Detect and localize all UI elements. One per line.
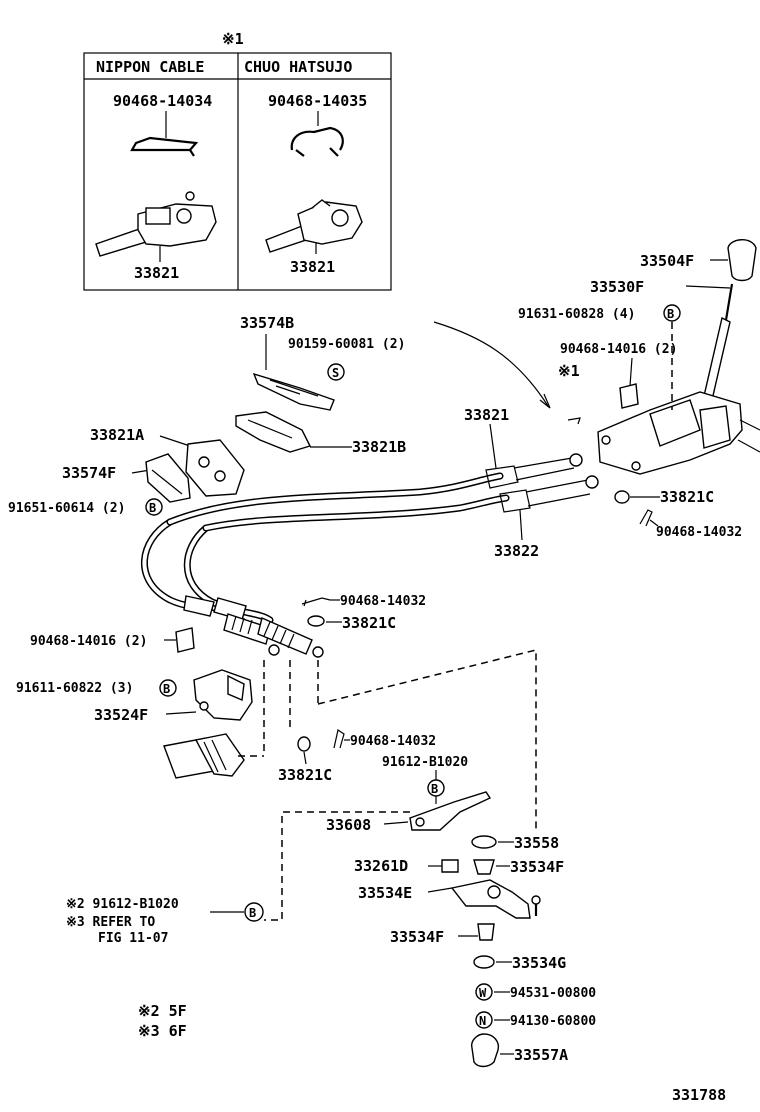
label-33557A: 33557A xyxy=(514,1046,568,1064)
shift-knob xyxy=(727,239,757,282)
label-33822: 33822 xyxy=(494,542,539,560)
label-33608: 33608 xyxy=(326,816,371,834)
clip-90468-14016-left xyxy=(175,627,195,653)
shift-lever-assembly xyxy=(433,239,760,475)
callout-s-90159: S xyxy=(327,363,345,381)
label-marker1: ※1 xyxy=(558,362,580,380)
callout-b-91611: B xyxy=(159,679,177,697)
callout-w-94531: W xyxy=(475,983,493,1001)
svg-text:B: B xyxy=(667,307,674,321)
bushing-33534F-a xyxy=(473,859,495,875)
svg-text:B: B xyxy=(149,501,156,515)
label-33534F-a: 33534F xyxy=(510,858,564,876)
pin-33261D xyxy=(441,859,459,873)
label-94531: 94531-00800 xyxy=(510,986,596,1001)
bushing-33534G xyxy=(473,955,495,969)
inset-right-part-label: 33821 xyxy=(290,258,335,276)
label-33524F: 33524F xyxy=(94,706,148,724)
inset-box: ※1 NIPPON CABLE CHUO HATSUJO 90468-14034… xyxy=(83,30,392,291)
callout-b-91651: B xyxy=(145,498,163,516)
note-line-1: ※2 91612-B1020 xyxy=(66,897,179,912)
svg-text:W: W xyxy=(479,986,487,1000)
label-94130: 94130-60800 xyxy=(510,1014,596,1029)
transmission-shaft xyxy=(163,733,245,779)
label-33504F: 33504F xyxy=(640,252,694,270)
label-90468-14016-left: 90468-14016 (2) xyxy=(30,634,147,649)
lever-33608 xyxy=(409,791,492,831)
label-91611: 91611-60822 (3) xyxy=(16,681,133,696)
bushing-33558 xyxy=(471,835,497,849)
shift-lever xyxy=(703,316,731,402)
label-91651: 91651-60614 (2) xyxy=(8,501,125,516)
label-33574F: 33574F xyxy=(62,464,116,482)
inset-right-cable-end xyxy=(265,199,363,253)
inset-right-clip xyxy=(290,126,344,157)
label-33261D: 33261D xyxy=(354,857,408,875)
cable-ends-left xyxy=(183,595,324,658)
callout-n-94130: N xyxy=(475,1011,493,1029)
label-90468-14016-top: 90468-14016 (2) xyxy=(560,342,677,357)
label-33821C-low: 33821C xyxy=(278,766,332,784)
label-33821C-mid: 33821C xyxy=(342,614,396,632)
inset-marker: ※1 xyxy=(222,30,244,48)
boot-33557A xyxy=(470,1033,500,1068)
label-33558: 33558 xyxy=(514,834,559,852)
bushing-33534F-b xyxy=(477,923,495,941)
inset-right-clip-label: 90468-14035 xyxy=(268,92,367,110)
bracket-33821B xyxy=(235,411,311,453)
bushing-33821C-low xyxy=(297,736,311,752)
label-90468-14032-mid: 90468-14032 xyxy=(340,594,426,609)
label-33821B: 33821B xyxy=(352,438,406,456)
inset-col-right: CHUO HATSUJO xyxy=(244,58,352,76)
callout-b-91612: B xyxy=(427,779,445,797)
note-line-2: ※3 REFER TO xyxy=(66,915,155,930)
label-33534G: 33534G xyxy=(512,954,566,972)
legend-line-2: ※3 6F xyxy=(138,1022,187,1040)
svg-text:N: N xyxy=(479,1014,486,1028)
label-90468-14032-low: 90468-14032 xyxy=(350,734,436,749)
label-33574B: 33574B xyxy=(240,314,294,332)
bushing-33821C-right xyxy=(614,490,630,504)
label-33530F: 33530F xyxy=(590,278,644,296)
label-33534F-b: 33534F xyxy=(390,928,444,946)
inset-left-clip-label: 90468-14034 xyxy=(113,92,212,110)
clip-90468-14032-mid xyxy=(301,597,331,607)
label-90468-14032-right: 90468-14032 xyxy=(656,525,742,540)
label-33534E: 33534E xyxy=(358,884,412,902)
bracket-33821A xyxy=(185,439,245,497)
lever-33534E xyxy=(450,879,531,919)
inset-left-part-label: 33821 xyxy=(134,264,179,282)
callout-b-note: B xyxy=(244,902,264,922)
legend-line-1: ※2 5F xyxy=(138,1002,187,1020)
figure-number: 331788 xyxy=(672,1086,726,1104)
bushing-33821C-mid xyxy=(307,615,325,627)
svg-text:S: S xyxy=(332,366,339,380)
note-line-3: FIG 11-07 xyxy=(98,931,168,946)
callout-b-91631: B xyxy=(663,304,681,322)
label-91612-top: 91612-B1020 xyxy=(382,755,468,770)
label-90159: 90159-60081 (2) xyxy=(288,337,405,352)
label-33821C-right: 33821C xyxy=(660,488,714,506)
svg-text:B: B xyxy=(249,906,256,920)
label-33821: 33821 xyxy=(464,406,509,424)
label-33821A: 33821A xyxy=(90,426,144,444)
cable-33822 xyxy=(183,475,599,624)
clip-90468-14032-low xyxy=(333,729,345,749)
svg-text:B: B xyxy=(431,782,438,796)
clip-90468-14032-right xyxy=(639,509,653,527)
inset-left-cable-end xyxy=(95,191,217,257)
inset-left-clip xyxy=(130,136,199,157)
inset-col-left: NIPPON CABLE xyxy=(96,58,204,76)
bracket-33574F xyxy=(145,453,191,503)
lever-clip-top xyxy=(619,383,639,409)
svg-text:B: B xyxy=(163,682,170,696)
label-91631: 91631-60828 (4) xyxy=(518,307,635,322)
